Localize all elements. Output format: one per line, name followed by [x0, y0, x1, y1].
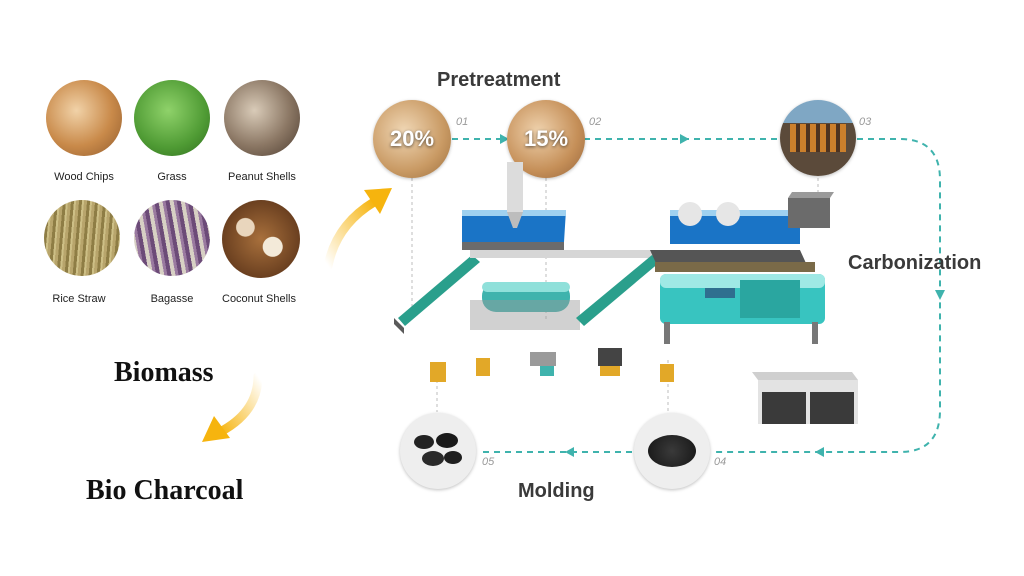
arrow-up-icon: [323, 188, 392, 270]
step-04-circle: [634, 413, 710, 489]
step-number: 04: [714, 456, 727, 468]
arrow-down-icon: [202, 372, 263, 442]
material-label: Wood Chips: [54, 171, 114, 183]
moisture-20-value: 20%: [389, 126, 435, 151]
step-number: 02: [589, 116, 602, 128]
rice-straw-image: [44, 200, 120, 276]
step-01-circle: 20%: [373, 100, 451, 178]
material-label: Peanut Shells: [228, 171, 296, 183]
material-label: Rice Straw: [52, 293, 106, 305]
carbonization-title: Carbonization: [848, 252, 982, 274]
coconut-shells-image: [222, 200, 300, 278]
grass-image: [134, 80, 210, 156]
bagasse-image: [134, 200, 210, 276]
step-number: 01: [456, 116, 469, 128]
molding-title: Molding: [518, 480, 595, 502]
step-number: 05: [482, 456, 495, 468]
biomass-label: Biomass: [114, 357, 214, 388]
peanut-shells-image: [224, 80, 300, 156]
material-label: Bagasse: [150, 293, 194, 305]
bio-charcoal-label: Bio Charcoal: [86, 475, 244, 506]
material-label: Grass: [157, 171, 187, 183]
step-03-circle: [780, 100, 856, 176]
pretreatment-title: Pretreatment: [437, 69, 561, 91]
step-05-circle: [400, 413, 476, 489]
moisture-15-value: 15%: [523, 126, 569, 151]
step-number: 03: [859, 116, 872, 128]
wood-chips-image: [46, 80, 122, 156]
material-label: Coconut Shells: [222, 293, 296, 305]
